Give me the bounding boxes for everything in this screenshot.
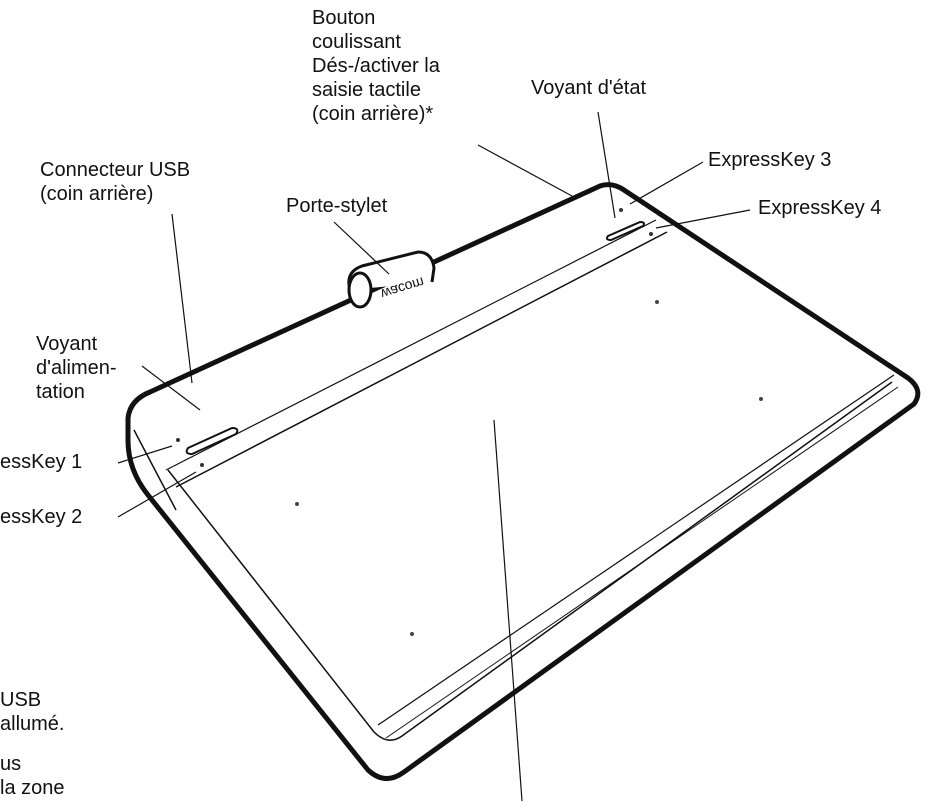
label-usb-connector: Connecteur USB (coin arrière) [40,159,191,205]
leader-expresskey-2 [117,471,197,518]
expresskey-4-dot [649,232,653,236]
label-footnote-1: USB allumé. [0,689,65,735]
active-area-top-line [175,231,668,488]
label-expresskey-4: ExpressKey 4 [758,197,882,219]
expresskey-1-dot [176,438,180,442]
label-power-led: Voyant d'alimen- tation [36,333,117,403]
label-status-led: Voyant d'état [531,77,647,99]
label-footnote-2: us la zone [0,753,65,799]
tablet-outline [125,182,921,781]
active-area-bottom-line [377,374,895,726]
area-marker-3 [759,397,763,401]
leader-touch-switch [477,144,573,197]
key-strip-line [165,219,657,471]
leader-usb [171,213,193,384]
status-led-slot [606,220,645,242]
pen-holder-end [347,271,373,309]
active-area-bottom-line-2 [385,386,899,739]
label-expresskey-3: ExpressKey 3 [708,149,832,171]
leader-expresskey-4 [655,209,751,229]
tablet-side-edge [167,381,893,741]
label-expresskey-2: essKey 2 [0,506,83,528]
leader-pen-holder [333,221,390,275]
leader-active-area [493,419,523,801]
label-pen-holder: Porte-stylet [286,195,388,217]
leader-expresskey-1 [117,445,173,464]
tablet-left-edge [133,429,177,511]
label-touch-switch: Bouton coulissant Dés-/activer la saisie… [312,7,440,125]
leader-power-led [141,365,201,411]
power-led-slot [185,426,239,456]
expresskey-2-dot [200,463,204,467]
expresskey-3-dot [619,208,623,212]
label-expresskey-1: essKey 1 [0,451,83,473]
leader-expresskey-3 [629,161,704,205]
area-marker-4 [410,632,414,636]
leader-status-led [597,111,616,219]
area-marker-1 [655,300,659,304]
area-marker-2 [295,502,299,506]
